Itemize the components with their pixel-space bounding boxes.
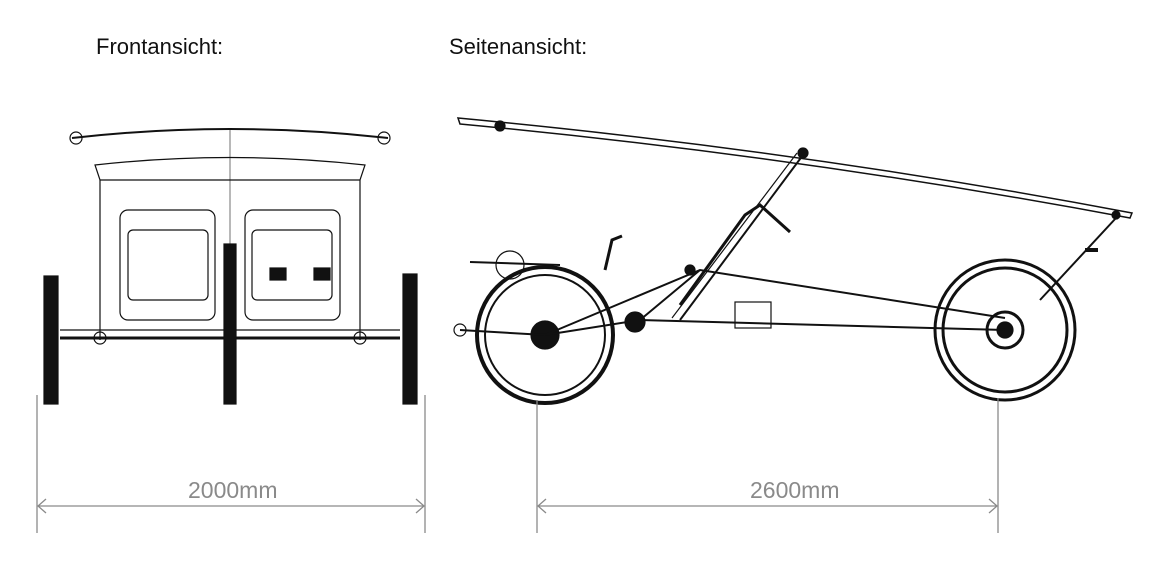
front-wheel-right (402, 273, 418, 405)
side-wheelbase-label: 2600mm (750, 477, 840, 503)
side-roof (456, 117, 1134, 219)
side-view-title: Seitenansicht: (449, 34, 588, 59)
side-frame (459, 268, 1006, 337)
front-seat-right (244, 209, 341, 321)
front-view-drawing (43, 128, 418, 405)
side-dimension-line (536, 398, 999, 533)
front-view-title: Frontansicht: (96, 34, 224, 59)
side-view-drawing (453, 117, 1134, 405)
front-width-label: 2000mm (188, 477, 278, 503)
front-canopy (71, 128, 389, 139)
front-dimension-line (36, 395, 426, 533)
front-wheel-middle (223, 243, 237, 405)
front-seat-left (119, 209, 216, 321)
front-wheel-left (43, 275, 59, 405)
front-wheel (933, 258, 1077, 402)
